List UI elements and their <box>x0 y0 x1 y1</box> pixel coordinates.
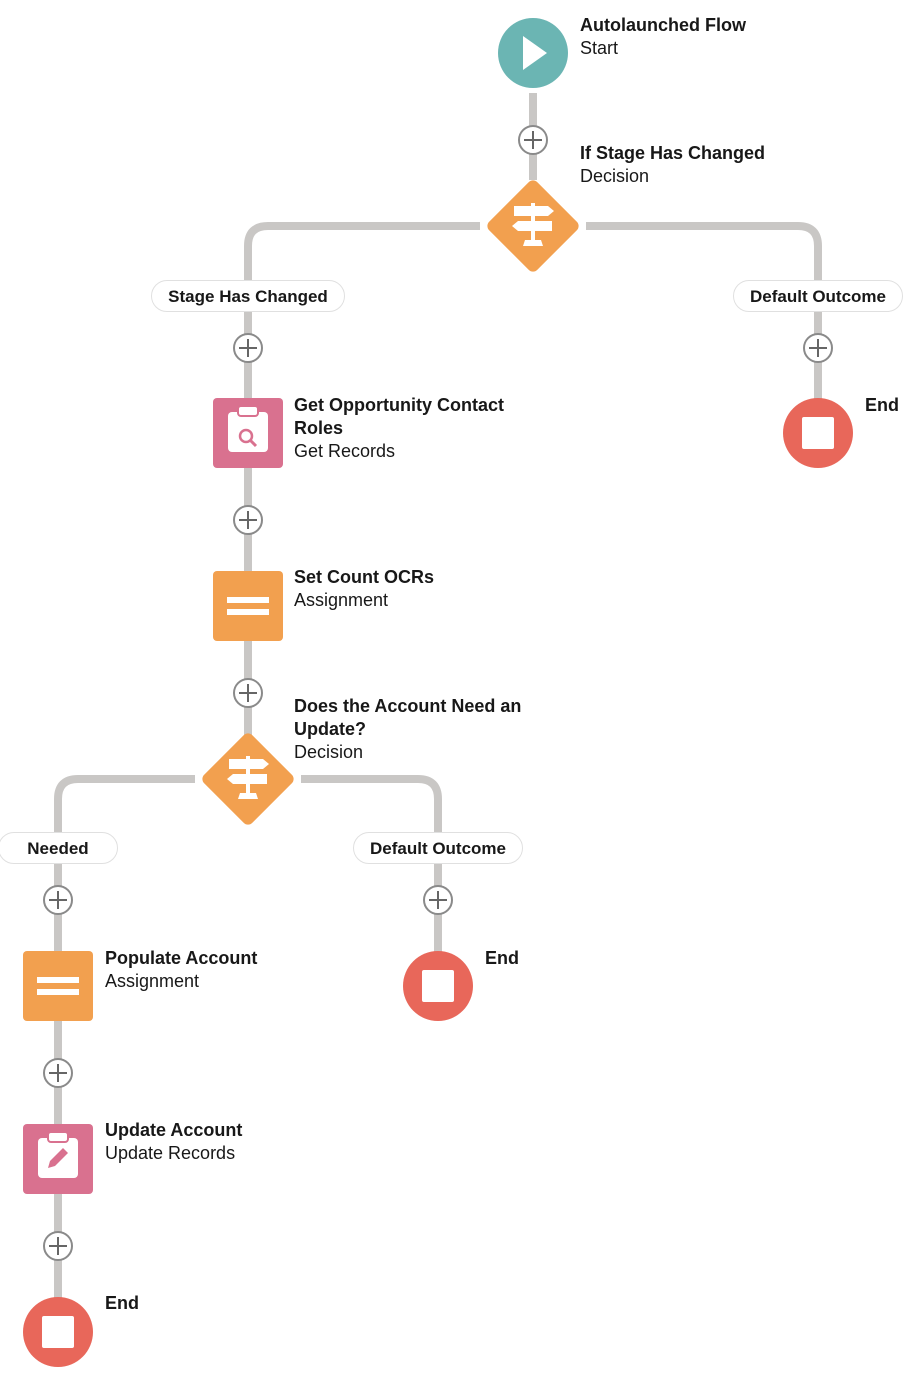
end-label: End <box>865 394 899 417</box>
end-node[interactable] <box>403 951 473 1021</box>
add-element-button[interactable] <box>233 505 263 535</box>
stop-icon <box>42 1316 74 1348</box>
node-type: Start <box>580 38 619 58</box>
play-icon <box>523 36 547 70</box>
clipboard-edit-icon <box>38 1131 78 1178</box>
stop-icon <box>422 970 454 1002</box>
add-element-button[interactable] <box>43 1231 73 1261</box>
node-type: Update Records <box>105 1143 236 1163</box>
add-element-button[interactable] <box>233 678 263 708</box>
get-records-label: Get Opportunity Contact Roles Get Record… <box>294 394 504 463</box>
decision-node[interactable] <box>200 731 296 827</box>
equals-icon <box>227 597 269 615</box>
node-title-cont: Roles <box>294 418 344 438</box>
signpost-icon <box>512 203 554 246</box>
assignment-label: Set Count OCRs Assignment <box>294 566 434 612</box>
node-title: Set Count OCRs <box>294 567 435 587</box>
node-title: Get Opportunity Contact <box>294 395 504 415</box>
assignment-label: Populate Account Assignment <box>105 947 257 993</box>
node-title: End <box>485 948 519 968</box>
node-title: If Stage Has Changed <box>580 143 766 163</box>
node-type: Assignment <box>105 971 200 991</box>
get-records-node[interactable] <box>213 398 283 468</box>
node-title: Does the Account Need an <box>294 696 522 716</box>
connector <box>586 222 822 282</box>
add-element-button[interactable] <box>518 125 548 155</box>
add-element-button[interactable] <box>43 1058 73 1088</box>
node-type: Get Records <box>294 441 396 461</box>
connector <box>244 222 480 282</box>
add-element-button[interactable] <box>233 333 263 363</box>
node-type: Assignment <box>294 590 389 610</box>
add-element-button[interactable] <box>43 885 73 915</box>
connector <box>54 775 195 834</box>
decision-label: If Stage Has Changed Decision <box>580 142 765 188</box>
end-node[interactable] <box>783 398 853 468</box>
outcome-pill[interactable]: Default Outcome <box>353 832 523 864</box>
node-title: End <box>865 395 899 415</box>
add-element-button[interactable] <box>423 885 453 915</box>
outcome-pill[interactable]: Needed <box>0 832 118 864</box>
end-label: End <box>485 947 519 970</box>
assignment-node[interactable] <box>23 951 93 1021</box>
decision-node[interactable] <box>485 178 581 274</box>
assignment-node[interactable] <box>213 571 283 641</box>
outcome-pill[interactable]: Stage Has Changed <box>151 280 345 312</box>
clipboard-search-icon <box>228 405 268 452</box>
start-label: Autolaunched Flow Start <box>580 14 746 60</box>
end-node[interactable] <box>23 1297 93 1367</box>
node-type: Decision <box>580 166 650 186</box>
node-type: Decision <box>294 742 364 762</box>
connector <box>301 775 442 834</box>
update-records-label: Update Account Update Records <box>105 1119 242 1165</box>
node-title: Autolaunched Flow <box>580 15 746 35</box>
stop-icon <box>802 417 834 449</box>
add-element-button[interactable] <box>803 333 833 363</box>
equals-icon <box>37 977 79 995</box>
decision-label: Does the Account Need an Update? Decisio… <box>294 695 521 764</box>
node-title: Update Account <box>105 1120 243 1140</box>
signpost-icon <box>227 756 269 799</box>
outcome-pill[interactable]: Default Outcome <box>733 280 903 312</box>
node-title-cont: Update? <box>294 719 366 739</box>
start-node[interactable] <box>498 18 568 88</box>
node-title: Populate Account <box>105 948 258 968</box>
end-label: End <box>105 1292 139 1315</box>
node-title: End <box>105 1293 139 1313</box>
update-records-node[interactable] <box>23 1124 93 1194</box>
